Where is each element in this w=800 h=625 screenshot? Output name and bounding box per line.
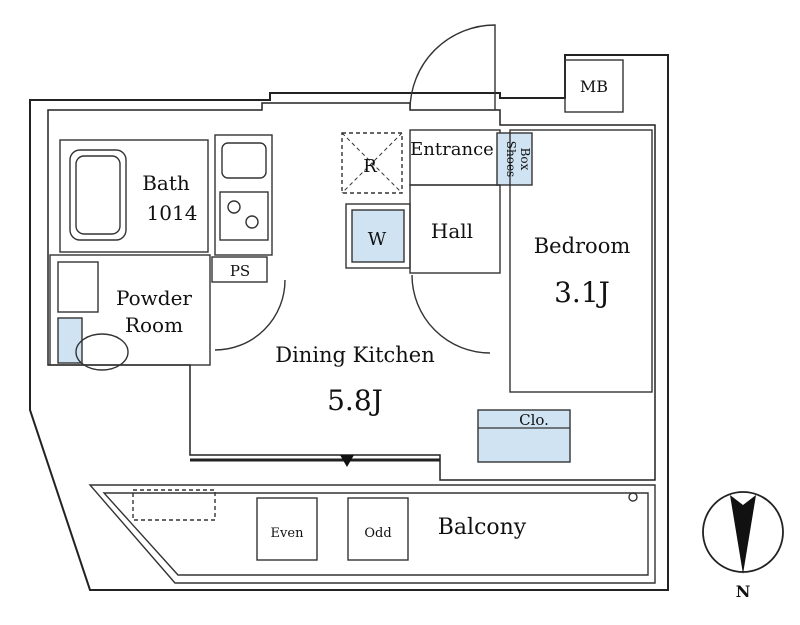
ps-box bbox=[211, 256, 268, 283]
closet-area bbox=[477, 409, 571, 463]
hall-label: Hall bbox=[431, 219, 473, 243]
bedroom-label: Bedroom bbox=[534, 234, 631, 258]
powder-room bbox=[49, 254, 211, 371]
entrance-label: Entrance bbox=[410, 139, 494, 160]
dining-kitchen-area bbox=[190, 455, 440, 467]
odd-label: Odd bbox=[364, 526, 391, 541]
refrigerator-label: R bbox=[363, 156, 377, 177]
mb-label: MB bbox=[580, 77, 608, 96]
washer-space bbox=[345, 203, 411, 269]
refrigerator-space bbox=[341, 132, 403, 194]
outer-walls bbox=[29, 54, 669, 591]
dining-kitchen-label: Dining Kitchen bbox=[275, 343, 435, 367]
bedroom-size-label: 3.1J bbox=[554, 276, 610, 309]
bath-room bbox=[59, 139, 209, 253]
even-label: Even bbox=[271, 526, 305, 541]
powder-room-label-2: Room bbox=[125, 313, 183, 337]
shoes-box-label-2: Box bbox=[518, 148, 532, 171]
entrance-area bbox=[409, 24, 533, 186]
compass-north-label: N bbox=[736, 582, 751, 601]
ps-label: PS bbox=[230, 262, 250, 280]
dining-kitchen-size-label: 5.8J bbox=[327, 384, 383, 417]
bath-label: Bath bbox=[142, 171, 190, 195]
balcony-label: Balcony bbox=[438, 515, 527, 540]
closet-label: Clo. bbox=[519, 411, 549, 429]
bath-size-label: 1014 bbox=[147, 201, 198, 225]
kitchen-counter bbox=[214, 134, 273, 256]
shoes-box-label-1: Shoes bbox=[504, 141, 518, 177]
balcony-area bbox=[88, 484, 656, 584]
powder-room-label-1: Powder bbox=[116, 286, 192, 310]
bedroom-area bbox=[509, 129, 653, 393]
washer-label: W bbox=[368, 229, 387, 250]
mb-box bbox=[564, 59, 624, 113]
hall-area bbox=[214, 184, 501, 354]
compass-icon bbox=[702, 491, 784, 574]
